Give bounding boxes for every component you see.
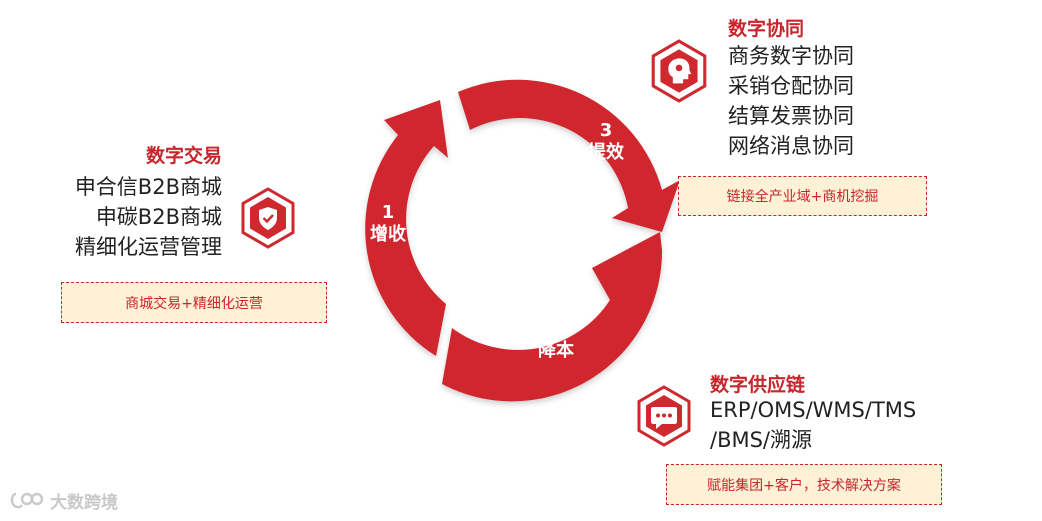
list-item: /BMS/溯源 — [710, 428, 813, 452]
step-3-number: 3 — [599, 120, 613, 141]
step-3: 3 提效 — [578, 120, 634, 164]
bottom-right-block-title: 数字供应链 — [710, 374, 806, 396]
step-2-number: 2 — [549, 318, 563, 339]
list-item: 精细化运营管理 — [75, 235, 222, 259]
bottom-right-block-note: 赋能集团+客户，技术解决方案 — [666, 464, 942, 505]
cycle-arrow-1 — [365, 100, 448, 356]
watermark-text: 大数跨境 — [50, 493, 118, 513]
top-right-block-title: 数字协同 — [728, 18, 805, 40]
left-block-list: 申合信B2B商城 申碳B2B商城 精细化运营管理 — [75, 172, 222, 262]
cycle-arrow-3 — [458, 79, 680, 232]
chat-bubble-icon — [637, 385, 691, 447]
step-3-label: 提效 — [588, 142, 624, 163]
list-item: ERP/OMS/WMS/TMS — [710, 398, 917, 422]
shield-check-icon — [241, 187, 295, 249]
watermark-logo-icon — [10, 492, 44, 508]
list-item: 网络消息协同 — [728, 134, 854, 158]
top-right-block-list: 商务数字协同 采销仓配协同 结算发票协同 网络消息协同 — [728, 41, 854, 161]
list-item: 结算发票协同 — [728, 104, 854, 128]
step-2: 2 降本 — [528, 318, 584, 362]
step-2-label: 降本 — [538, 340, 574, 361]
watermark: 大数跨境 — [10, 488, 118, 513]
left-block-note: 商城交易+精细化运营 — [61, 282, 327, 323]
step-1: 1 增收 — [360, 202, 416, 246]
left-block-title: 数字交易 — [145, 145, 222, 167]
top-right-block-note: 链接全产业域+商机挖掘 — [678, 176, 927, 216]
list-item: 申碳B2B商城 — [95, 205, 222, 229]
list-item: 申合信B2B商城 — [74, 175, 222, 199]
step-1-number: 1 — [381, 202, 395, 223]
step-1-label: 增收 — [370, 224, 406, 245]
list-item: 采销仓配协同 — [728, 74, 854, 98]
cycle-arrow-2 — [442, 232, 663, 402]
bottom-right-block-list: ERP/OMS/WMS/TMS /BMS/溯源 — [710, 395, 916, 455]
list-item: 商务数字协同 — [728, 44, 854, 68]
bulb-head-icon — [651, 39, 707, 103]
